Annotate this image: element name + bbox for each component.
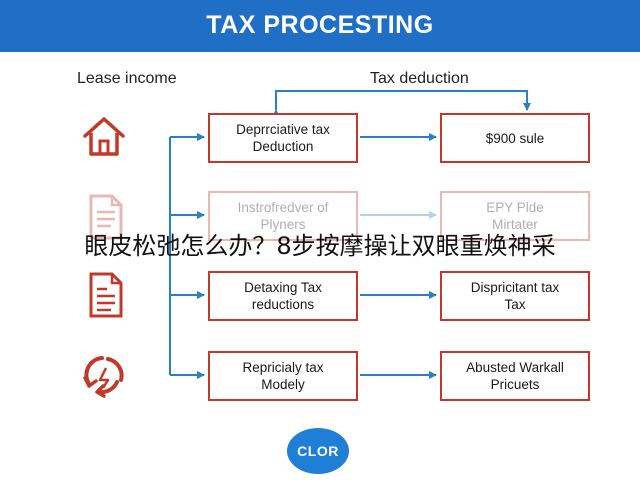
deduction-box-label: Detaxing Tax reductions bbox=[244, 280, 322, 312]
deduction-box-2: Instrofredver of Plyners bbox=[208, 191, 358, 241]
lease-income-heading: Lease income bbox=[77, 70, 177, 87]
deduction-box-1: Deprrciative tax Deduction bbox=[208, 113, 358, 163]
result-box-3: Dispricitant tax Tax bbox=[440, 271, 590, 321]
result-box-label: Dispricitant tax Tax bbox=[470, 280, 560, 312]
result-box-label: Abusted Warkall Pricuets bbox=[466, 360, 564, 392]
deduction-box-4: Repricialy tax Modely bbox=[208, 351, 358, 401]
deduction-box-3: Detaxing Tax reductions bbox=[208, 271, 358, 321]
page-title: TAX PROCESTING bbox=[206, 11, 434, 39]
overlay-caption: 眼皮松弛怎么办？8步按摩操让双眼重焕神采 bbox=[84, 232, 556, 260]
top-bracket-connector bbox=[272, 90, 531, 117]
deduction-box-label: Deprrciative tax Deduction bbox=[236, 122, 330, 154]
result-box-2: EPY Plde Mirtater bbox=[440, 191, 590, 241]
title-banner: TAX PROCESTING bbox=[0, 0, 640, 52]
clor-button[interactable]: CLOR bbox=[287, 428, 349, 474]
document-icon bbox=[89, 194, 123, 240]
result-box-label: EPY Plde Mirtater bbox=[486, 200, 544, 232]
result-box-label: $900 sule bbox=[485, 130, 545, 146]
result-box-4: Abusted Warkall Pricuets bbox=[440, 351, 590, 401]
document-icon bbox=[89, 272, 123, 318]
house-icon bbox=[83, 117, 125, 156]
recycle-icon bbox=[83, 356, 124, 398]
deduction-box-label: Repricialy tax Modely bbox=[242, 360, 324, 392]
tax-deduction-heading: Tax deduction bbox=[370, 70, 469, 87]
result-box-1: $900 sule bbox=[440, 113, 590, 163]
deduction-box-label: Instrofredver of Plyners bbox=[237, 200, 329, 232]
